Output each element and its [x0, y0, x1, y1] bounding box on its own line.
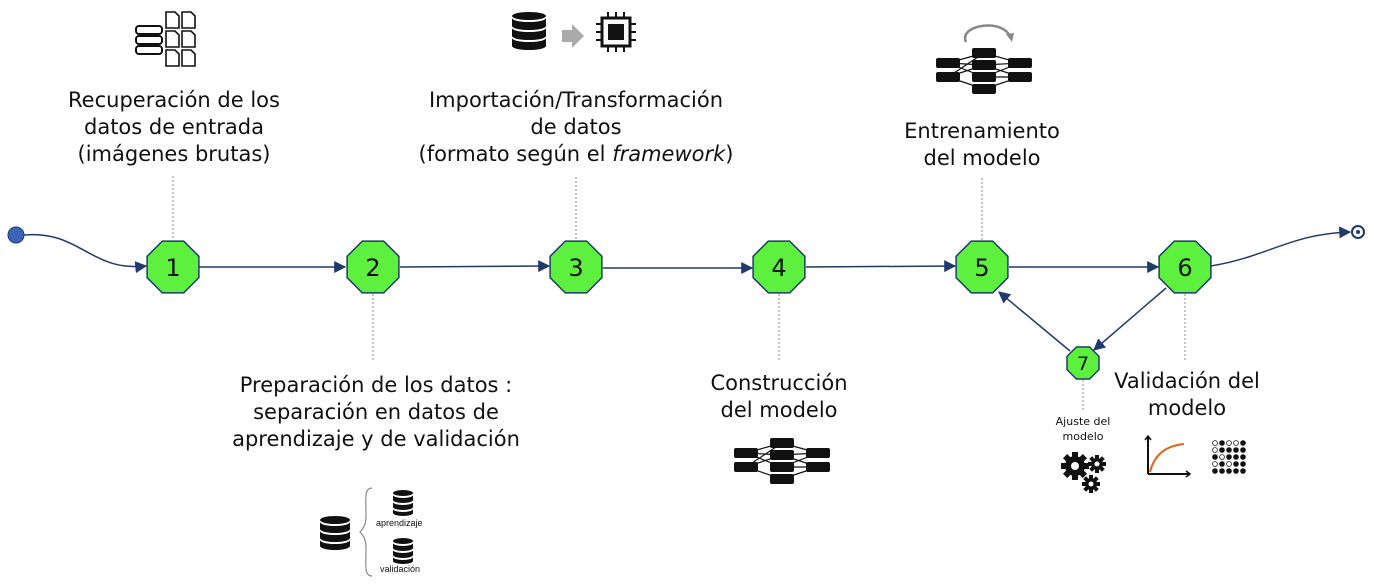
- neural-network-icon: [734, 438, 830, 484]
- step-2-line-1: Preparación de los datos :: [239, 373, 513, 397]
- step-6-label: Validación del modelo: [1102, 368, 1272, 422]
- dot: [1233, 461, 1239, 467]
- dot: [1226, 461, 1232, 467]
- dot: [1219, 447, 1225, 453]
- step-6-line-2: modelo: [1147, 396, 1227, 420]
- dot: [1240, 447, 1246, 453]
- database-icon: [320, 516, 350, 550]
- step-5-line-1: Entrenamiento: [904, 119, 1060, 143]
- step-7-line-2: modelo: [1062, 430, 1104, 443]
- dot: [1240, 454, 1246, 460]
- step-1-line-3: (imágenes brutas): [77, 142, 271, 166]
- server-documents-icon: [135, 11, 196, 67]
- step-2-label: Preparación de los datos : separación en…: [228, 372, 524, 453]
- node-3-label: 3: [568, 254, 583, 282]
- step-3-line-3-italic: framework: [612, 142, 726, 166]
- edge-2-3: [399, 260, 551, 273]
- dot-matrix-icon: [1212, 440, 1246, 474]
- node-4-label: 4: [771, 254, 786, 282]
- step-3-line-3-suffix: ): [725, 142, 734, 166]
- dot: [1240, 461, 1246, 467]
- dot: [1212, 461, 1218, 467]
- dot: [1219, 461, 1225, 467]
- dot: [1233, 447, 1239, 453]
- step-2-line-2: separación en datos de: [253, 400, 499, 424]
- dot: [1233, 454, 1239, 460]
- dot: [1212, 447, 1218, 453]
- split-label-train: aprendizaje: [376, 518, 423, 528]
- dot: [1226, 440, 1232, 446]
- step-4-line-2: del modelo: [720, 398, 838, 422]
- gears-icon: [1061, 452, 1106, 493]
- edge-6-7: [1093, 287, 1167, 351]
- learning-curve-icon: [1144, 434, 1192, 478]
- node-2: 2: [346, 240, 400, 294]
- node-1: 1: [146, 240, 200, 294]
- database-icon: [393, 538, 413, 564]
- node-6: 6: [1158, 240, 1212, 294]
- node-7-label: 7: [1077, 353, 1089, 375]
- node-7: 7: [1066, 346, 1100, 380]
- dot: [1226, 468, 1232, 474]
- step-1-line-2: datos de entrada: [84, 115, 264, 139]
- node-2-label: 2: [365, 254, 380, 282]
- database-icon: [512, 12, 546, 50]
- node-5: 5: [955, 240, 1009, 294]
- step-7-label: Ajuste del modelo: [1043, 414, 1123, 444]
- data-split-icon: aprendizaje validación: [320, 487, 423, 577]
- step-3-line-3: (formato según el framework): [416, 141, 736, 168]
- edge-7-5: [998, 291, 1071, 352]
- dot: [1212, 454, 1218, 460]
- chip-icon: [596, 12, 636, 52]
- dot: [1212, 468, 1218, 474]
- dot: [1219, 440, 1225, 446]
- step-6-line-1: Validación del: [1114, 369, 1260, 393]
- dot: [1233, 468, 1239, 474]
- step-3-line-3-prefix: (formato según el: [418, 142, 613, 166]
- dot: [1219, 454, 1225, 460]
- dot: [1233, 440, 1239, 446]
- dot: [1226, 447, 1232, 453]
- dot: [1219, 468, 1225, 474]
- step-7-line-1: Ajuste del: [1055, 415, 1111, 428]
- step-4-line-1: Construcción: [710, 371, 848, 395]
- node-1-label: 1: [165, 254, 180, 282]
- node-6-label: 6: [1177, 254, 1192, 282]
- step-5-label: Entrenamiento del modelo: [882, 118, 1082, 172]
- neural-network-training-icon: [936, 24, 1032, 94]
- edge-4-5: [805, 260, 957, 273]
- step-2-line-3: aprendizaje y de validación: [232, 427, 520, 451]
- dot: [1240, 440, 1246, 446]
- database-icon: [393, 490, 413, 516]
- edge-6-end: [1210, 226, 1352, 267]
- step-1-label: Recuperación de los datos de entrada (im…: [58, 87, 290, 168]
- node-5-label: 5: [974, 254, 989, 282]
- end-node-dot: [1356, 230, 1360, 234]
- arrow-right-icon: [562, 24, 584, 48]
- dot: [1212, 440, 1218, 446]
- node-3: 3: [549, 240, 603, 294]
- node-4: 4: [752, 240, 806, 294]
- dot: [1240, 468, 1246, 474]
- step-3-line-2: de datos: [530, 115, 622, 139]
- start-node: [7, 226, 25, 244]
- split-label-validation: validación: [380, 564, 420, 574]
- step-4-label: Construcción del modelo: [689, 370, 869, 424]
- step-5-line-2: del modelo: [923, 146, 1041, 170]
- dot: [1226, 454, 1232, 460]
- step-1-line-1: Recuperación de los: [68, 88, 280, 112]
- edge-start-1: [23, 233, 148, 274]
- step-3-label: Importación/Transformación de datos (for…: [416, 87, 736, 168]
- step-3-line-1: Importación/Transformación: [428, 88, 724, 112]
